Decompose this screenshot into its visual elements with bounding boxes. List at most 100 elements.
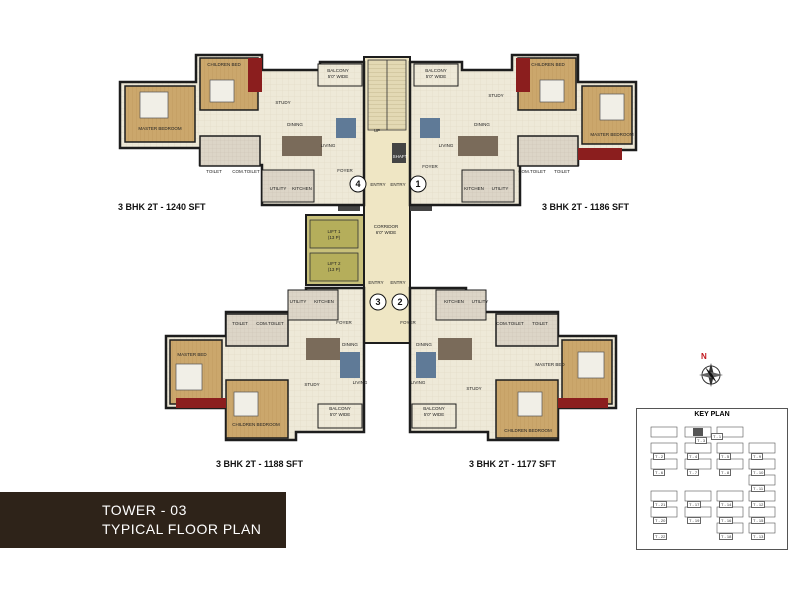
svg-text:ENTRY: ENTRY	[390, 182, 405, 187]
lift-2	[309, 252, 359, 282]
unit-top-left: CHILDREN BED BALCONY 5'0" WIDE MASTER BE…	[118, 53, 386, 207]
svg-text:MASTER BED: MASTER BED	[535, 362, 565, 367]
central-core: LIFT 1 (13 P) LIFT 2 (13 P) CORRIDOR 6'0…	[305, 56, 432, 344]
key-plan-drawing	[650, 426, 776, 534]
svg-text:TOILET: TOILET	[554, 169, 570, 174]
key-plan-tower-8: T - 8	[719, 469, 732, 476]
svg-text:COM.TOILET: COM.TOILET	[232, 169, 260, 174]
unit-number-3: 3	[375, 297, 380, 307]
key-plan-tower-10: T - 10	[751, 469, 766, 476]
svg-text:KITCHEN: KITCHEN	[464, 186, 484, 191]
key-plan-tower-17: T - 17	[687, 501, 702, 508]
svg-text:5'0" WIDE: 5'0" WIDE	[424, 412, 444, 417]
svg-text:DINING: DINING	[416, 342, 432, 347]
key-plan-tower-20: T - 20	[653, 517, 668, 524]
svg-text:(13 P): (13 P)	[328, 235, 341, 240]
key-plan-tower-19: T - 19	[687, 517, 702, 524]
svg-text:FOYER: FOYER	[422, 164, 438, 169]
key-plan: KEY PLAN T - 1 T - 2 T - 3 T - 4 T - 5 T…	[636, 408, 788, 550]
svg-text:SHAFT: SHAFT	[393, 154, 408, 159]
unit-bottom-right: MASTER BED COM.TOILET TOILET KITCHEN UTI…	[390, 280, 618, 442]
svg-text:DINING: DINING	[474, 122, 490, 127]
svg-text:CHILDREN BEDROOM: CHILDREN BEDROOM	[232, 422, 280, 427]
svg-text:TOILET: TOILET	[532, 321, 548, 326]
key-plan-tower-2: T - 2	[653, 453, 666, 460]
svg-text:ENTRY: ENTRY	[370, 182, 385, 187]
svg-text:STUDY: STUDY	[466, 386, 481, 391]
svg-text:CHILDREN BEDROOM: CHILDREN BEDROOM	[504, 428, 552, 433]
svg-text:UTILITY: UTILITY	[290, 299, 307, 304]
svg-text:LIVING: LIVING	[321, 143, 336, 148]
svg-text:UP: UP	[374, 128, 380, 133]
lift-2-label: LIFT 2	[328, 261, 341, 266]
unit-top-right: CHILDREN BED BALCONY 5'0" WIDE MASTER BE…	[390, 53, 638, 207]
svg-text:N: N	[701, 352, 707, 361]
svg-text:ENTRY: ENTRY	[390, 280, 405, 285]
svg-text:6'0" WIDE: 6'0" WIDE	[376, 230, 396, 235]
key-plan-tower-16: T - 16	[719, 517, 734, 524]
key-plan-tower-18: T - 18	[719, 533, 734, 540]
key-plan-tower-13: T - 13	[751, 533, 766, 540]
svg-text:CHILDREN BED: CHILDREN BED	[531, 62, 565, 67]
svg-text:FOYER: FOYER	[400, 320, 416, 325]
svg-text:COM.TOILET: COM.TOILET	[256, 321, 284, 326]
unit-number-markers: 4 1 3 2	[349, 175, 427, 311]
svg-text:FOYER: FOYER	[337, 168, 353, 173]
svg-text:COM.TOILET: COM.TOILET	[496, 321, 524, 326]
svg-text:LIVING: LIVING	[353, 380, 368, 385]
plan-title: TYPICAL FLOOR PLAN	[102, 521, 262, 537]
svg-text:TOILET: TOILET	[206, 169, 222, 174]
svg-text:DINING: DINING	[287, 122, 303, 127]
unit-label-1240: 3 BHK 2T - 1240 SFT	[114, 200, 210, 214]
key-plan-tower-11: T - 11	[751, 485, 766, 492]
key-plan-tower-7: T - 7	[687, 469, 700, 476]
svg-text:(13 P): (13 P)	[328, 267, 341, 272]
title-block: TOWER - 03 TYPICAL FLOOR PLAN	[0, 492, 286, 548]
svg-text:UTILITY: UTILITY	[472, 299, 489, 304]
svg-text:MASTER BEDROOM: MASTER BEDROOM	[590, 132, 634, 137]
key-plan-tower-5: T - 5	[719, 453, 732, 460]
key-plan-tower-1: T - 1	[711, 433, 724, 440]
svg-text:DINING: DINING	[342, 342, 358, 347]
svg-text:MASTER BED: MASTER BED	[177, 352, 207, 357]
key-plan-tower-3: T - 3	[695, 437, 708, 444]
key-plan-tower-9: T - 9	[751, 453, 764, 460]
svg-text:COM.TOILET: COM.TOILET	[518, 169, 546, 174]
corridor-label: CORRIDOR	[374, 224, 399, 229]
unit-label-1177: 3 BHK 2T - 1177 SFT	[465, 457, 561, 471]
svg-text:LIVING: LIVING	[411, 380, 426, 385]
unit-label-1186: 3 BHK 2T - 1186 SFT	[538, 200, 634, 214]
svg-text:STUDY: STUDY	[275, 100, 290, 105]
svg-text:BALCONY: BALCONY	[327, 68, 349, 73]
north-compass-icon: N	[699, 352, 723, 387]
svg-text:STUDY: STUDY	[488, 93, 503, 98]
svg-text:UTILITY: UTILITY	[492, 186, 509, 191]
key-plan-title: KEY PLAN	[694, 411, 730, 418]
svg-text:5'0" WIDE: 5'0" WIDE	[328, 74, 348, 79]
svg-text:MASTER BEDROOM: MASTER BEDROOM	[138, 126, 182, 131]
svg-text:UTILITY: UTILITY	[270, 186, 287, 191]
unit-number-1: 1	[415, 179, 420, 189]
svg-text:ENTRY: ENTRY	[368, 280, 383, 285]
svg-text:KITCHEN: KITCHEN	[314, 299, 334, 304]
svg-text:CHILDREN BED: CHILDREN BED	[207, 62, 241, 67]
svg-text:KITCHEN: KITCHEN	[444, 299, 464, 304]
svg-text:STUDY: STUDY	[304, 382, 319, 387]
key-plan-tower-22: T - 22	[653, 533, 668, 540]
lift-1	[309, 219, 359, 249]
unit-number-4: 4	[355, 179, 360, 189]
unit-bottom-left: MASTER BED TOILET COM.TOILET UTILITY KIT…	[164, 280, 384, 442]
svg-text:5'0" WIDE: 5'0" WIDE	[330, 412, 350, 417]
svg-text:BALCONY: BALCONY	[423, 406, 445, 411]
svg-text:BALCONY: BALCONY	[329, 406, 351, 411]
key-plan-tower-15: T - 15	[751, 517, 766, 524]
unit-number-2: 2	[397, 297, 402, 307]
key-plan-tower-12: T - 12	[751, 501, 766, 508]
svg-text:BALCONY: BALCONY	[425, 68, 447, 73]
svg-text:LIVING: LIVING	[439, 143, 454, 148]
unit-label-1188: 3 BHK 2T - 1188 SFT	[212, 457, 308, 471]
tower-title: TOWER - 03	[102, 502, 187, 518]
key-plan-tower-21: T - 21	[653, 501, 668, 508]
svg-text:TOILET: TOILET	[232, 321, 248, 326]
